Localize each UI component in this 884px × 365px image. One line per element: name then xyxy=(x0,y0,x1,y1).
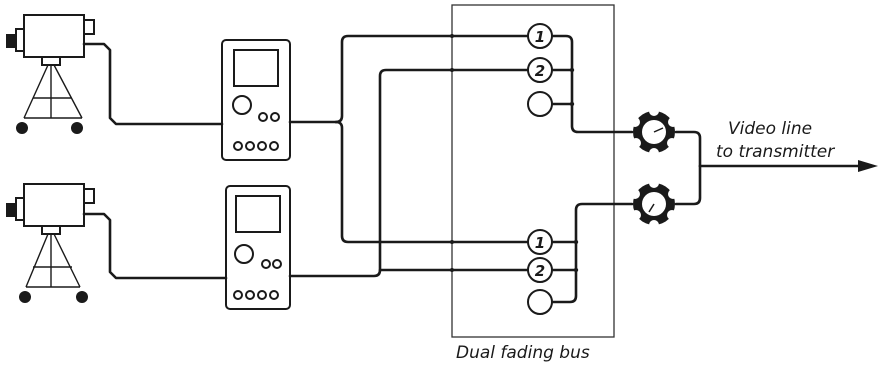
fader-knob-1 xyxy=(630,106,678,158)
bus-top-input-1 xyxy=(527,23,553,49)
bus-top-inputs: 1 2 xyxy=(527,23,553,117)
bus-top-input-2 xyxy=(527,57,553,83)
junction-dots xyxy=(450,34,579,273)
bus-bottom-inputs: 1 2 xyxy=(527,229,553,315)
bus-bottom-label-2: 2 xyxy=(535,262,545,280)
bus-bottom-input-1 xyxy=(527,229,553,255)
video-line-label-2: to transmitter xyxy=(716,142,835,162)
bus-top-input-3 xyxy=(527,91,553,117)
control-unit-1 xyxy=(221,39,291,161)
control-unit-2 xyxy=(225,185,291,310)
bus-bottom-input-3 xyxy=(527,289,553,315)
signal-wiring xyxy=(82,34,878,304)
bus-top-label-2: 2 xyxy=(535,62,545,80)
fading-bus-panel xyxy=(451,4,615,338)
fader-knob-2 xyxy=(630,178,678,230)
arrow-right-icon xyxy=(858,160,878,172)
camera-1 xyxy=(6,14,95,134)
video-line-label-1: Video line xyxy=(728,119,812,139)
camera-2 xyxy=(6,183,95,303)
fading-bus-label: Dual fading bus xyxy=(456,343,590,363)
bus-bottom-label-1: 1 xyxy=(535,234,545,252)
bus-bottom-input-2 xyxy=(527,257,553,283)
bus-top-label-1: 1 xyxy=(535,28,545,46)
